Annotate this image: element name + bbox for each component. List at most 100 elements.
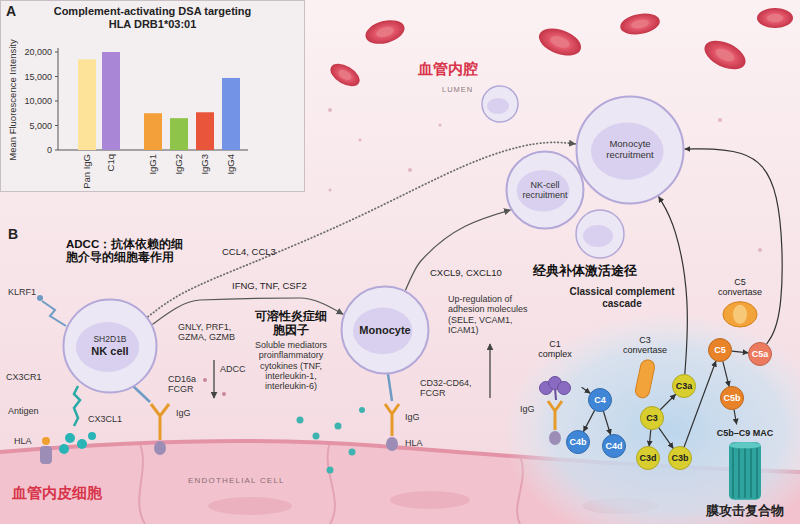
hla-antigen (42, 437, 50, 445)
connector-arrow (148, 142, 575, 316)
cell-shape (342, 287, 429, 374)
complement-glow (503, 312, 800, 524)
antigen-label: Antigen (8, 406, 39, 416)
process-label: Up-regulation of adhesion molecules (SEL… (448, 294, 534, 335)
edge-label: CXCL9, CXCL10 (430, 268, 502, 279)
panel-letter: B (8, 226, 18, 242)
cell-shape (353, 308, 412, 355)
cx3cl1-ligand (59, 432, 96, 454)
complement-glow (503, 312, 800, 524)
complement-c5: C5 (708, 338, 732, 362)
adcc-arrow (222, 392, 226, 396)
tick-label: 15,000 (24, 71, 52, 81)
red-blood-cell (714, 46, 736, 64)
region-label: 血管内皮细胞 (12, 484, 102, 501)
complement-c3d: C3d (636, 446, 660, 470)
pore-shape (729, 442, 761, 499)
bar (78, 52, 240, 150)
recruited-cell (576, 210, 624, 258)
antibody-label: IgG (520, 404, 535, 414)
upregulation-arrow (489, 344, 490, 398)
bar (170, 118, 188, 150)
complement-c4: C4 (588, 388, 612, 412)
node-text: SH2D1B (93, 335, 126, 345)
antibody-label: IgG (405, 412, 420, 422)
annotation: 可溶性炎症细胞因子 (255, 310, 327, 338)
igg-antibody (151, 404, 169, 440)
adcc-arrow (213, 360, 214, 398)
node-text: NK cell (91, 345, 128, 358)
bar-label: IgG2 (174, 154, 185, 175)
chart-axis (55, 101, 58, 102)
monocyte: Monocyte (340, 285, 430, 375)
recruited-nk-cell: NK-cell recruitment (505, 150, 585, 230)
hla-molecule (154, 441, 166, 455)
cd16a-receptor (133, 386, 150, 402)
hla-molecule (549, 431, 561, 445)
loz-shape (723, 302, 757, 327)
cx3cl1-ligand (88, 432, 96, 440)
complement-c3b: C3b (668, 446, 692, 470)
node-text: Complement-activating DSA targeting HLA … (53, 5, 253, 30)
red-blood-cell (327, 8, 793, 91)
igg-antibody (385, 404, 399, 436)
recruited-cell (487, 98, 509, 114)
component-name: C3b (671, 453, 688, 463)
axis-title: Mean Fluorescence Intensity (8, 39, 19, 160)
node-text: NK-cell recruitment (515, 180, 576, 201)
component-name: C3a (676, 381, 693, 391)
tick-label: 20,000 (24, 47, 52, 57)
adcc-arrow (203, 378, 207, 382)
red-blood-cell (327, 59, 364, 91)
c1-complex: C1 complex (528, 338, 582, 400)
chart-panel-ground (1, 1, 305, 192)
bar (78, 59, 96, 150)
chart-axis (55, 52, 58, 53)
chart-axis (55, 76, 58, 77)
cytokine-particle (313, 433, 320, 440)
cytokine-particle (359, 407, 365, 413)
complement-c3: C3 (640, 406, 664, 430)
node-text: C1 complex (532, 339, 578, 360)
edge-label: IFNG, TNF, CSF2 (232, 281, 307, 292)
lumen-particle (328, 108, 332, 112)
connector-arrow (660, 394, 675, 409)
red-blood-cell (549, 34, 571, 50)
node-text: C3 convertase (622, 335, 668, 356)
bar-label: C1q (106, 154, 117, 171)
process-label: ADCC (220, 364, 246, 374)
connector-arrow (582, 388, 590, 394)
connector-arrow (723, 362, 729, 387)
cell-shape (577, 97, 684, 204)
connector-arrow (603, 411, 610, 434)
node-text: C5b–C9 MAC (717, 428, 774, 438)
red-blood-cell (700, 35, 750, 75)
comp-shape (641, 407, 664, 430)
connector-arrow (584, 411, 595, 432)
node-text: Monocyte (359, 324, 410, 337)
klrf1-receptor (42, 301, 66, 326)
complement-c4b: C4b (566, 430, 590, 454)
bar-label: Pan IgG (82, 154, 93, 189)
molecule-label: HLA (14, 436, 32, 446)
connector-arrow (734, 410, 736, 424)
pore-shape (744, 448, 746, 497)
cytokine-particle (327, 467, 334, 474)
component-name: C3 (646, 413, 658, 423)
igg-antibody (151, 401, 562, 440)
bar (222, 78, 240, 150)
complement-c3a: C3a (672, 374, 696, 398)
connector-arrow (406, 210, 511, 290)
region-label: LUMEN (442, 86, 473, 95)
red-blood-cell (767, 14, 783, 22)
bar (102, 52, 120, 150)
component-name: C5 (714, 345, 726, 355)
edge-label: CCL4, CCL3 (222, 247, 276, 258)
loz-shape (733, 305, 747, 324)
lumen-particle (329, 189, 332, 192)
receptor-label: CD16a FCGR (168, 374, 202, 395)
molecule-label: HLA (405, 438, 423, 448)
connector-arrow (732, 351, 748, 353)
pore-shape (729, 442, 761, 448)
